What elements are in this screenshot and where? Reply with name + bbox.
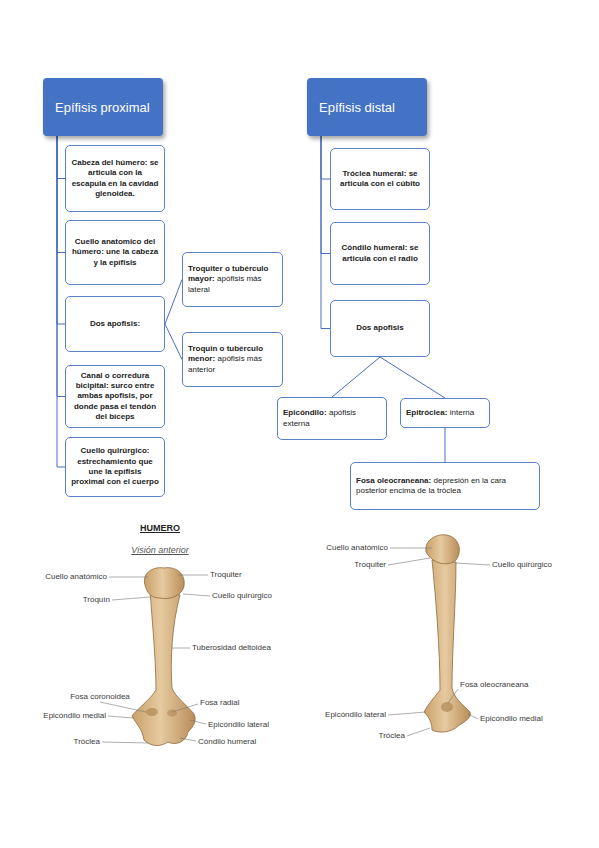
tree-connector [165,324,182,360]
box-heading: Tróclea humeral: se articula con el cúbi… [340,169,420,188]
bone-shaft [424,560,470,732]
text-block: Epicóndilo:apófisis externa [283,408,381,429]
part-label: Epicóndilo medial [43,711,106,721]
figure-heading: HUMERO [140,523,180,533]
box-heading: Fosa oleocraneana: [356,476,431,485]
fossa-shade [167,710,177,717]
part-label: Fosa coronoidea [70,692,130,702]
concept-box: Cabeza del húmero: se articula con la es… [65,145,165,212]
concept-box: Tróclea humeral: se articula con el cúbi… [330,148,430,210]
concept-box: Cóndilo humeral: se articula con el radi… [330,222,430,285]
part-label: Cuello anatómico [45,572,107,582]
tree-connector [57,136,65,253]
part-label: Troquiter [354,560,386,570]
box-body: interna [450,408,474,417]
text-block: Epitróclea:interna [406,408,484,418]
part-label: Tróclea [379,731,405,741]
box-heading: Cuello quirúrgico: estrechamiento que un… [71,446,159,486]
bone-shaft [132,590,195,746]
concept-box: Dos apofisis: [65,296,165,352]
part-label: Epicóndilo lateral [325,710,386,720]
tree-connector [57,136,65,467]
text-block: Fosa oleocraneana:depresión en la cara p… [356,476,534,497]
part-label: Tróclea [74,737,100,747]
part-label: Tuberosidad deltoidea [192,643,271,653]
text-block: Troquiter o tubérculo mayor:apófisis más… [188,264,277,295]
text-block: Dos apofisis: [71,319,159,329]
box-heading: Cabeza del húmero: se articula con la es… [71,158,158,198]
fossa-shade [441,702,453,712]
humerus-anterior [100,568,210,746]
tree-connector [321,136,330,179]
figure-heading: Visión anterior [131,545,188,555]
text-block: Epífisis proximal [55,100,151,115]
box-heading: Dos apofisis [356,323,404,332]
part-label: Fosa radial [200,698,240,708]
bone-head [426,535,460,564]
humerus-posterior [388,535,490,736]
part-label: Troquiter [210,570,242,580]
box-heading: Cóndilo humeral: se articula con el radi… [342,243,419,262]
part-label: Cóndilo humeral [198,737,256,747]
text-block: Dos apofisis [336,323,424,333]
text-block: Cabeza del húmero: se articula con la es… [71,158,159,200]
text-block: Cuello anatomico del húmero: une la cabe… [71,237,159,268]
concept-box: Fosa oleocraneana:depresión en la cara p… [350,462,540,510]
concept-box: Cuello anatomico del húmero: une la cabe… [65,220,165,285]
concept-box: Canal o corredura bicipital: surco entre… [65,365,165,428]
box-heading: Epitróclea: [406,408,447,417]
fossa-shade [146,708,158,716]
part-label: Cuello quirúrgico [492,560,552,570]
concept-box: Troquin o tubérculo menor:apófisis más a… [182,332,283,387]
tree-connector [321,136,330,329]
part-label: Epicóndilo lateral [208,720,269,730]
text-block: Cóndilo humeral: se articula con el radi… [336,243,424,264]
text-block: Cuello quirúrgico: estrechamiento que un… [71,446,159,488]
header-box: Epífisis proximal [43,78,163,136]
tree-connector [445,428,446,462]
box-heading: Epífisis distal [319,100,395,115]
concept-box: Epitróclea:interna [400,398,490,428]
box-heading: Canal o corredura bicipital: surco entre… [74,371,156,422]
header-box: Epífisis distal [307,78,427,136]
box-heading: Dos apofisis: [90,319,140,328]
text-block: Canal o corredura bicipital: surco entre… [71,371,159,423]
tree-connector [57,136,65,397]
tree-connector [57,136,65,324]
concept-box: Dos apofisis [330,300,430,357]
tree-connector [332,357,380,397]
part-label: Cuello anatómico [326,543,388,553]
part-label: Epicóndilo medial [480,714,543,724]
bone-head [144,568,184,599]
text-block: Tróclea humeral: se articula con el cúbi… [336,169,424,190]
leader-lines [388,548,490,736]
concept-box: Epicóndilo:apófisis externa [277,397,387,440]
part-label: Fosa oleocraneana [460,680,529,690]
box-heading: Epicóndilo: [283,408,327,417]
part-label: Cuello quirúrgico [212,591,272,601]
tree-connector [321,136,330,254]
text-block: Troquin o tubérculo menor:apófisis más a… [188,344,277,375]
leader-lines [100,575,210,743]
text-block: Epífisis distal [319,100,415,115]
tree-connector [380,357,445,398]
concept-box: Troquiter o tubérculo mayor:apófisis más… [182,252,283,307]
box-heading: Cuello anatomico del húmero: une la cabe… [72,237,158,267]
part-label: Troquín [83,595,110,605]
tree-connector [57,136,65,179]
concept-box: Cuello quirúrgico: estrechamiento que un… [65,437,165,497]
box-heading: Epífisis proximal [55,100,150,115]
tree-connector [165,280,182,325]
